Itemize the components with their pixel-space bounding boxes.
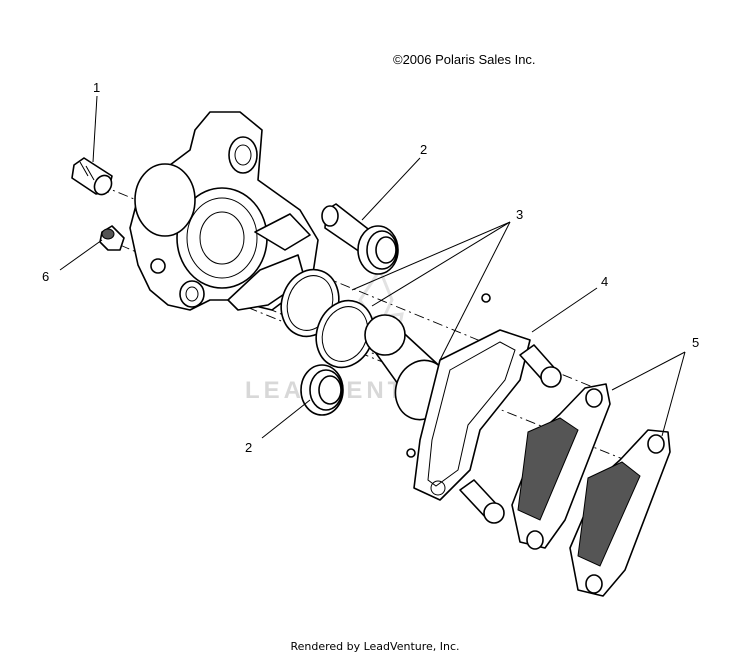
part-slide-pin-upper[interactable] (321, 203, 399, 275)
callout-2-lower: 2 (245, 440, 252, 455)
callout-6: 6 (42, 269, 49, 284)
part-brake-pad-outer[interactable] (569, 429, 671, 597)
part-mounting-bracket[interactable] (406, 293, 562, 524)
copyright-notice: ©2006 Polaris Sales Inc. (393, 52, 536, 67)
part-brake-pad-inner[interactable] (511, 383, 611, 550)
part-piston-seals[interactable] (272, 261, 383, 375)
callout-1: 1 (93, 80, 100, 95)
part-caliper-housing[interactable] (129, 111, 319, 311)
footer-credit: Rendered by LeadVenture, Inc. (290, 640, 460, 653)
part-bleeder-screw[interactable] (71, 157, 115, 198)
callout-2-upper: 2 (420, 142, 427, 157)
callout-3: 3 (516, 207, 523, 222)
callout-4: 4 (601, 274, 608, 289)
callout-leaders (59, 95, 686, 439)
part-slide-pin-lower[interactable] (300, 364, 344, 416)
callout-5: 5 (692, 335, 699, 350)
part-plug[interactable] (99, 225, 125, 251)
